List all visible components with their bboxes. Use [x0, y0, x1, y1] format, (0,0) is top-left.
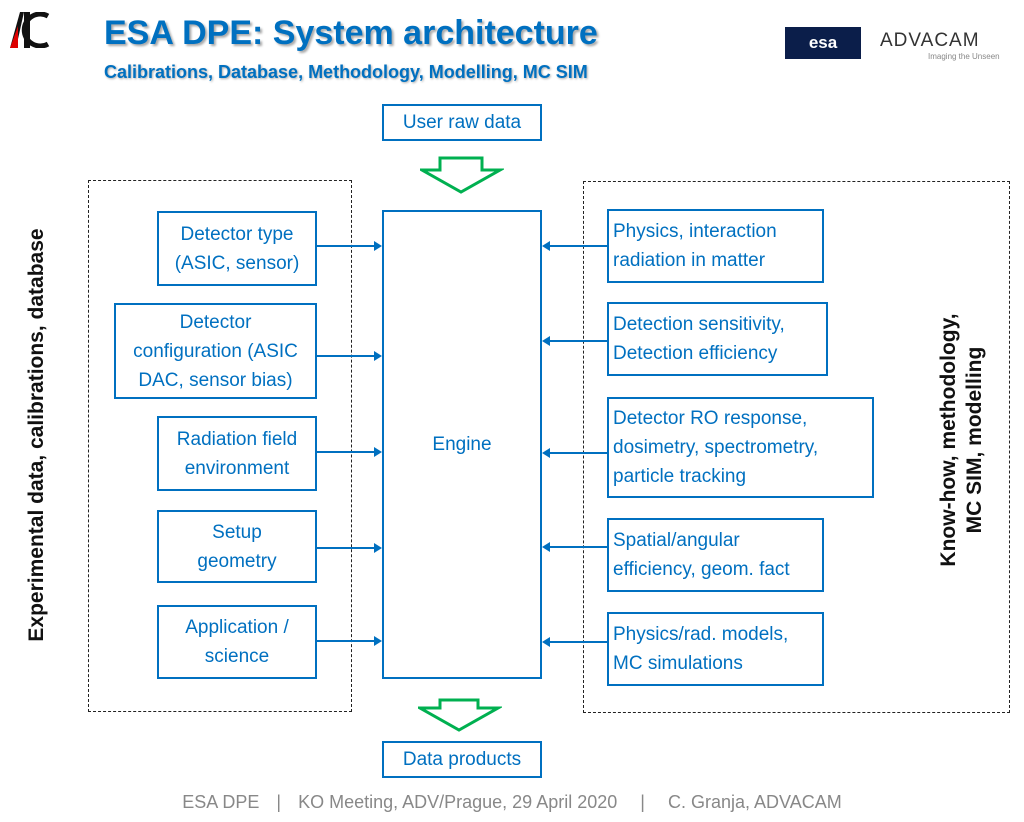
application-science-box: Application / science	[157, 605, 317, 679]
spatial-angular-box: Spatial/angular efficiency, geom. fact	[607, 518, 824, 592]
arrow-detector-configuration	[317, 351, 382, 361]
page-subtitle: Calibrations, Database, Methodology, Mod…	[104, 62, 588, 82]
arrow-detector-type	[317, 241, 382, 251]
ac-logo	[10, 11, 50, 49]
esa-logo-text: esa	[808, 33, 838, 52]
footer-divider: |	[640, 792, 645, 812]
arrow-setup-geometry	[317, 543, 382, 553]
detector-ro-response-box: Detector RO response, dosimetry, spectro…	[607, 397, 874, 498]
physics-models-box: Physics/rad. models, MC simulations	[607, 612, 824, 686]
detector-configuration-box: Detector configuration (ASIC DAC, sensor…	[114, 303, 317, 399]
green-down-arrow-top	[420, 156, 504, 194]
advacam-tagline: Imaging the Unseen	[928, 52, 1000, 61]
engine-box: Engine	[382, 210, 542, 679]
physics-interaction-box: Physics, interaction radiation in matter	[607, 209, 824, 283]
arrow-physics-interaction	[542, 241, 607, 251]
detector-type-box: Detector type (ASIC, sensor)	[157, 211, 317, 286]
advacam-logo-text: ADVACAM	[880, 30, 980, 51]
detection-sensitivity-box: Detection sensitivity, Detection efficie…	[607, 302, 828, 376]
footer-left: ESA DPE	[182, 792, 260, 812]
footer-right: C. Granja, ADVACAM	[667, 792, 842, 812]
user-raw-data-box: User raw data	[382, 104, 542, 141]
advacam-logo: ADVACAM Imaging the Unseen	[880, 30, 1020, 61]
footer: ESA DPE | KO Meeting, ADV/Prague, 29 Apr…	[0, 792, 1024, 813]
arrow-physics-models	[542, 637, 607, 647]
setup-geometry-box: Setup geometry	[157, 510, 317, 583]
footer-divider: |	[276, 792, 282, 812]
footer-middle: KO Meeting, ADV/Prague, 29 April 2020	[298, 792, 618, 812]
radiation-field-box: Radiation field environment	[157, 416, 317, 491]
green-down-arrow-bottom	[418, 698, 502, 732]
page-title: ESA DPE: System architecture	[104, 14, 598, 52]
right-side-label: Know-how, methodology, MC SIM, modelling	[937, 313, 986, 567]
left-dashed-group	[88, 180, 352, 712]
arrow-radiation-field	[317, 447, 382, 457]
arrow-detector-ro-response	[542, 448, 607, 458]
right-dashed-group	[583, 181, 1010, 713]
left-side-label: Experimental data, calibrations, databas…	[25, 228, 48, 642]
arrow-spatial-angular	[542, 542, 607, 552]
arrow-application	[317, 636, 382, 646]
data-products-box: Data products	[382, 741, 542, 778]
esa-logo: esa	[785, 27, 861, 59]
arrow-detection-sensitivity	[542, 336, 607, 346]
